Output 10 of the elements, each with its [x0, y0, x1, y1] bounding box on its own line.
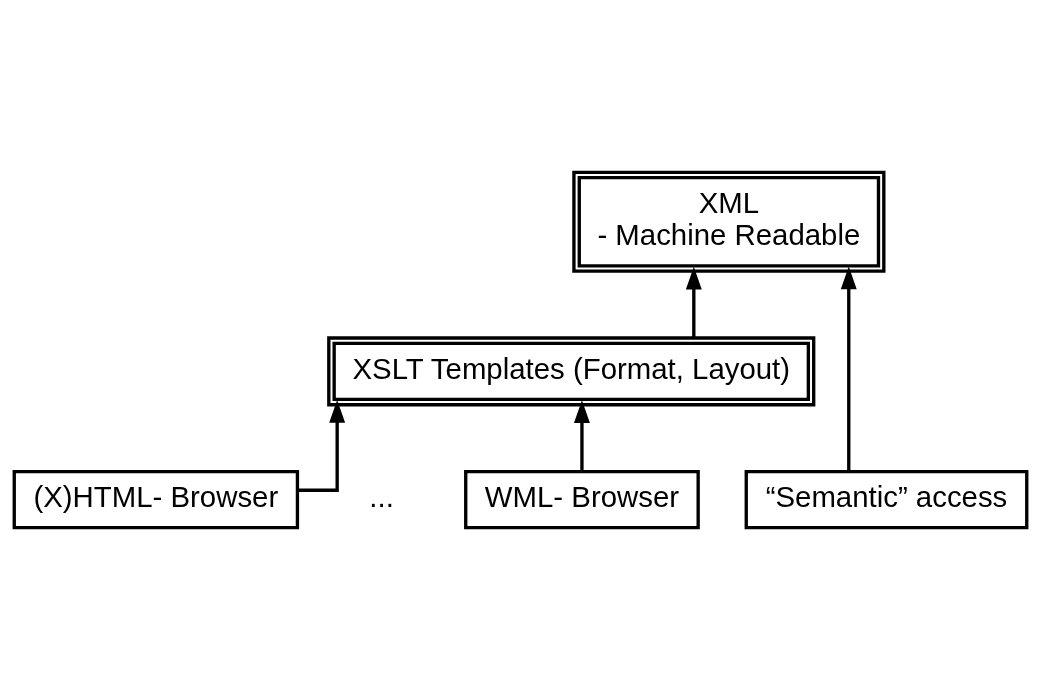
arrow [685, 266, 702, 338]
node-box: WML- Browser [464, 469, 700, 529]
arrow [840, 265, 857, 471]
label: ... [369, 479, 394, 513]
node-box: XSLT Templates (Format, Layout) [327, 335, 816, 406]
node-box: XML - Machine Readable [572, 170, 886, 273]
arrow [297, 399, 346, 492]
node-box: “Semantic” access [744, 469, 1029, 529]
node-box: (X)HTML- Browser [12, 469, 300, 529]
arrow [574, 399, 590, 471]
